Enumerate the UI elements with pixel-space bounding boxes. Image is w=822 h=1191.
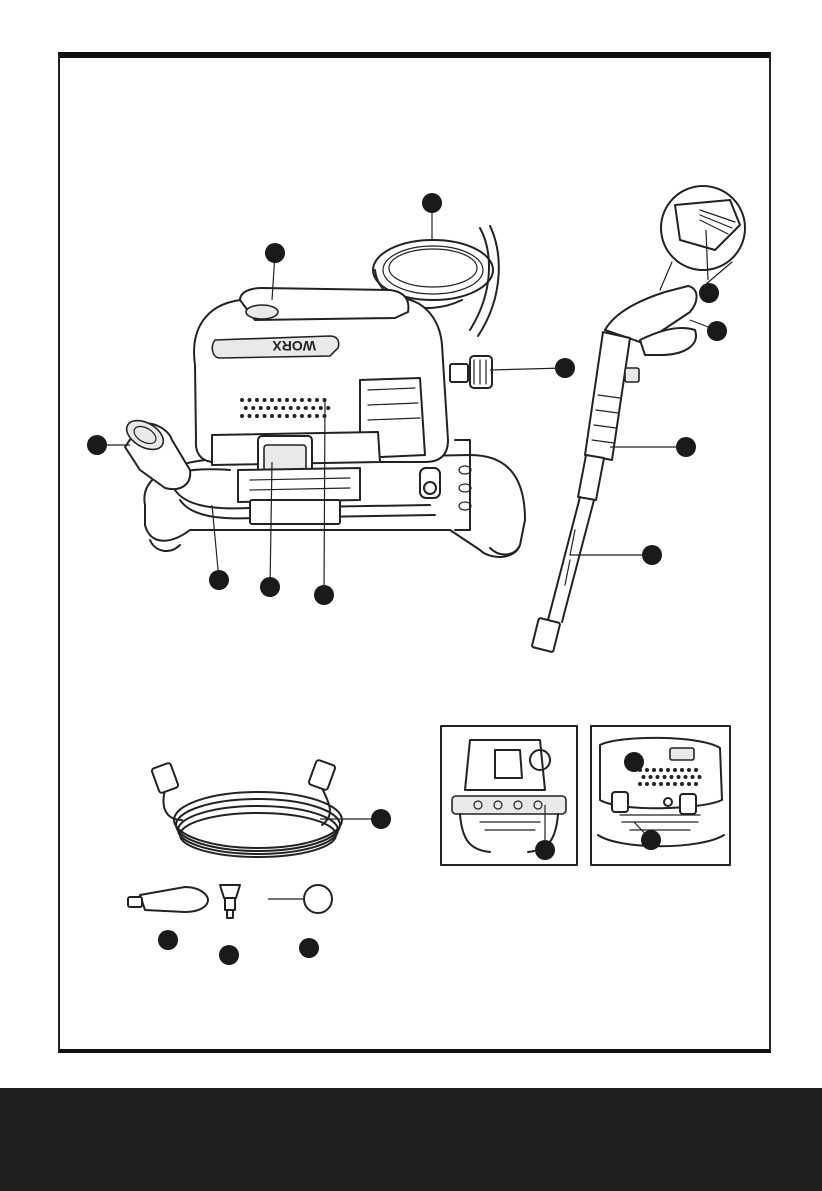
vent-hole	[289, 406, 293, 410]
vent-hole	[293, 398, 297, 402]
o-ring-drawing	[268, 885, 332, 913]
vent-hole	[248, 398, 252, 402]
vent-hole	[266, 406, 270, 410]
vent-hole	[319, 406, 323, 410]
vent-hole	[645, 782, 649, 786]
vent-hole	[670, 775, 674, 779]
vent-hole	[659, 768, 663, 772]
callout-spray-wand	[642, 545, 662, 565]
vent-hole	[240, 398, 244, 402]
callout-hose-reel	[422, 193, 442, 213]
vent-hole	[691, 775, 695, 779]
vent-hole	[645, 768, 649, 772]
callout-turbo-nozzle	[158, 930, 178, 950]
logo-mark: WORX	[272, 338, 316, 354]
vent-hole	[311, 406, 315, 410]
vent-hole	[296, 406, 300, 410]
vent-hole	[663, 775, 667, 779]
vent-hole	[263, 398, 267, 402]
vent-hole	[255, 398, 259, 402]
vent-hole	[304, 406, 308, 410]
vent-hole	[687, 768, 691, 772]
callout-trigger-lock	[699, 283, 719, 303]
vent-hole	[656, 775, 660, 779]
vent-hole	[270, 414, 274, 418]
vent-hole	[240, 414, 244, 418]
callout-inset-rear-handle	[535, 840, 555, 860]
vent-hole	[638, 782, 642, 786]
vent-hole	[684, 775, 688, 779]
callout-spray-gun	[676, 437, 696, 457]
callout-trigger	[707, 321, 727, 341]
callout-vent-grille	[314, 585, 334, 605]
high-pressure-hose-drawing	[151, 759, 342, 857]
pressure-washer-body: WORX	[122, 226, 525, 557]
vent-hole	[680, 768, 684, 772]
vent-hole	[308, 414, 312, 418]
vent-hole	[694, 782, 698, 786]
vent-hole	[666, 768, 670, 772]
vent-hole	[326, 406, 330, 410]
vent-hole	[649, 775, 653, 779]
vent-hole	[680, 782, 684, 786]
vent-hole	[315, 414, 319, 418]
vent-hole	[293, 414, 297, 418]
detergent-bottle-drawing	[122, 415, 191, 490]
vent-hole	[308, 398, 312, 402]
vent-hole	[274, 406, 278, 410]
vent-hole	[255, 414, 259, 418]
vent-hole	[677, 775, 681, 779]
vent-hole	[652, 782, 656, 786]
callout-on-off-switch	[260, 577, 280, 597]
vent-hole	[698, 775, 702, 779]
vent-hole	[278, 414, 282, 418]
vent-hole	[673, 782, 677, 786]
vent-hole	[315, 398, 319, 402]
vent-hole	[642, 775, 646, 779]
vent-hole	[652, 768, 656, 772]
vent-hole	[270, 398, 274, 402]
vent-hole	[278, 398, 282, 402]
pressure-knob-drawing	[450, 356, 492, 388]
callout-quick-connect-nozzle	[219, 945, 239, 965]
vent-hole	[263, 414, 267, 418]
spray-gun-drawing	[532, 186, 745, 652]
vent-hole	[244, 406, 248, 410]
vent-hole	[673, 768, 677, 772]
callout-o-ring	[299, 938, 319, 958]
vent-hole	[300, 398, 304, 402]
vent-hole	[285, 414, 289, 418]
vent-hole	[687, 782, 691, 786]
vent-hole	[666, 782, 670, 786]
callout-detergent-bottle	[87, 435, 107, 455]
vent-hole	[285, 398, 289, 402]
callout-inset-grille	[624, 752, 644, 772]
vent-hole	[659, 782, 663, 786]
callout-high-pressure-hose	[371, 809, 391, 829]
callout-carry-handle	[265, 243, 285, 263]
vent-hole	[281, 406, 285, 410]
vent-hole	[300, 414, 304, 418]
callout-front-handle	[209, 570, 229, 590]
callout-inset-hose-hook	[641, 830, 661, 850]
vent-hole	[251, 406, 255, 410]
turbo-nozzle-drawing	[128, 887, 208, 912]
vent-hole	[694, 768, 698, 772]
vent-hole	[248, 414, 252, 418]
quick-connect-nozzle-drawing	[220, 885, 240, 918]
vent-hole	[259, 406, 263, 410]
callout-pressure-knob	[555, 358, 575, 378]
